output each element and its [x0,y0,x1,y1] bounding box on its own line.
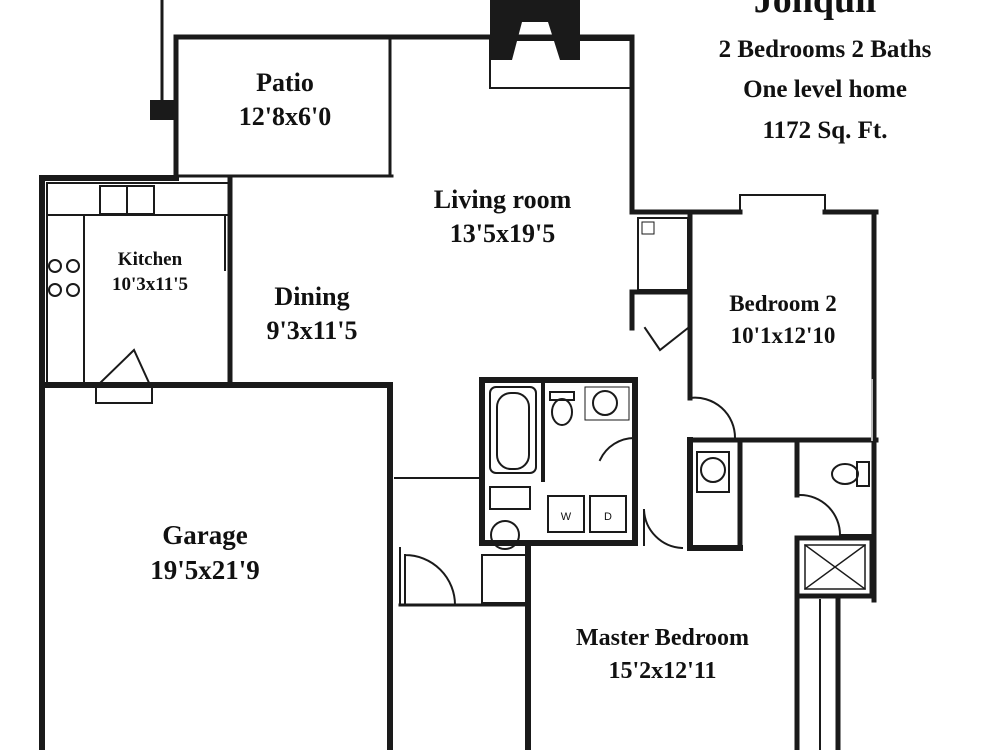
washer-label: W [561,511,572,523]
central-bath [479,377,638,546]
room-name: Bedroom 2 [729,291,837,316]
room-size: 10'1x12'10 [730,323,836,348]
room-name: Master Bedroom [575,625,750,651]
mbath-toilet-tank [696,451,730,493]
room-name: Kitchen [117,249,183,270]
room-size: 9'3x11'5 [266,316,358,345]
master-door-swing [642,508,684,550]
fireplace [490,0,580,60]
bed2-door-swing [688,396,737,440]
room-kitchen: Kitchen 10'3x11'5 [85,247,215,297]
room-size: 19'5x21'9 [150,555,260,585]
toilet-icon [551,398,573,426]
dryer-box [589,495,627,533]
bath-door-swing [598,436,637,462]
water-heater [481,554,527,604]
room-patio: Patio 12'8x6'0 [190,66,380,134]
washer-box [547,495,585,533]
room-size: 15'2x12'11 [608,658,717,684]
room-master-bedroom: Master Bedroom 15'2x12'11 [535,622,790,688]
dryer-label: D [604,511,612,523]
bed2-window [739,194,826,213]
room-name: Dining [274,282,350,311]
room-size: 10'3x11'5 [111,274,188,295]
toilet-door-swing [798,493,842,537]
room-name: Living room [433,185,572,214]
closet-door [643,326,690,352]
laundry-door-swing [403,553,457,607]
kitchen-counter-top [46,182,231,216]
bed2-closet [637,217,689,291]
info-bedrooms-baths: 2 Bedrooms 2 Baths [718,36,932,63]
info-level: One level home [743,76,907,103]
room-living: Living room 13'5x19'5 [395,183,610,251]
mbath-toilet-icon [831,463,859,485]
hose-bib [150,100,176,120]
plan-title: Jonquil [753,0,877,21]
room-garage: Garage 19'5x21'9 [105,518,305,588]
info-sqft: 1172 Sq. Ft. [762,117,888,144]
room-size: 13'5x19'5 [449,219,556,248]
hall-shelf [489,486,531,510]
pantry [95,348,152,386]
sink-round-icon [592,390,618,416]
bathtub-icon [489,386,537,474]
room-dining: Dining 9'3x11'5 [232,280,392,348]
room-bedroom-2: Bedroom 2 10'1x12'10 [693,288,873,352]
shower-icon [794,535,875,599]
room-name: Patio [256,68,314,97]
room-name: Garage [162,520,248,550]
hall-sink-icon [490,520,520,550]
mbath-sink-icon [700,457,726,483]
stove-icon [48,259,80,297]
kitchen-counter-left [46,214,85,386]
room-size: 12'8x6'0 [238,102,332,131]
